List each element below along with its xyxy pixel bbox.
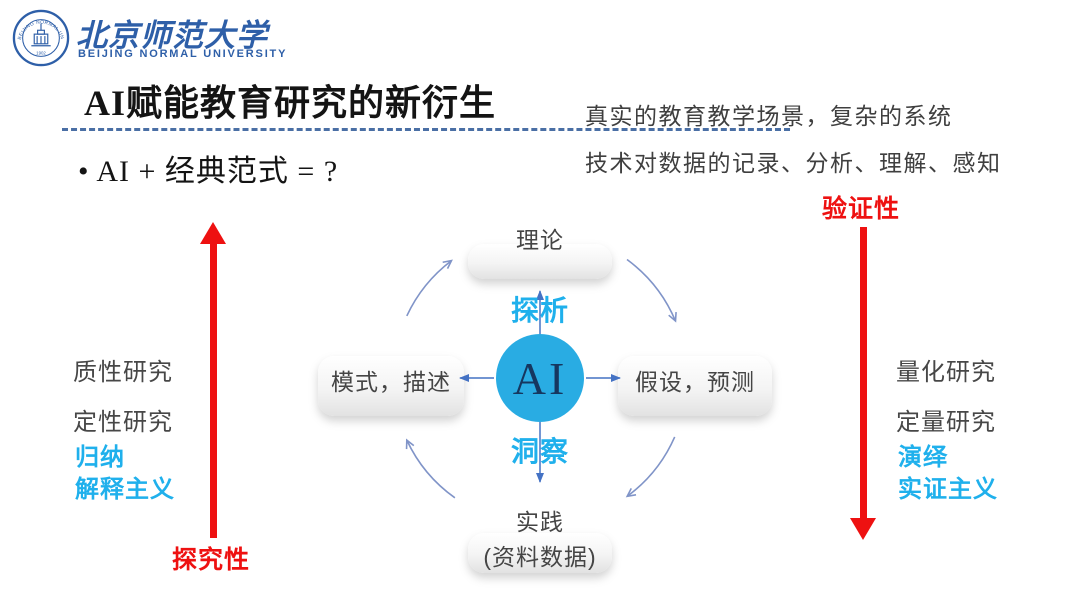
logo-cn-name: 北京师范大学	[76, 18, 268, 53]
node-practice-pill: (资料数据)	[468, 533, 612, 573]
right-highlight-2: 实证主义	[898, 476, 998, 503]
ai-circle: AI	[496, 334, 584, 422]
link-explore-label: 探析	[510, 295, 569, 326]
left-term-1: 质性研究	[73, 359, 173, 386]
right-axis-shaft	[860, 227, 867, 518]
arc-top-to-right	[626, 258, 677, 323]
node-hypothesis-label: 假设，预测	[635, 369, 755, 395]
bnu-seal-icon: BEIJING NORMAL UNIVERSITY 1902	[12, 9, 70, 67]
page-title: AI赋能教育研究的新衍生	[84, 83, 497, 123]
left-term-2: 定性研究	[73, 409, 173, 436]
right-highlight-1: 演绎	[898, 444, 948, 471]
logo-en-name: BEIJING NORMAL UNIVERSITY	[78, 48, 288, 60]
right-term-1: 量化研究	[896, 359, 996, 386]
bullet-item: • AI + 经典范式 = ?	[78, 155, 339, 188]
link-insight-label: 洞察	[510, 436, 569, 467]
node-pattern-pill	[318, 356, 464, 416]
node-hypothesis-pill	[618, 356, 772, 416]
node-practice-label: 实践	[516, 509, 564, 535]
arc-bottom-to-left	[405, 438, 456, 499]
right-axis-arrowhead-down	[850, 518, 876, 540]
node-theory-label: 理论	[516, 227, 564, 253]
svg-text:1902: 1902	[36, 50, 46, 55]
arc-left-to-top	[406, 259, 453, 317]
arc-right-to-bottom	[625, 436, 676, 498]
left-highlight-2: 解释主义	[75, 476, 175, 503]
note-line-2: 技术对数据的记录、分析、理解、感知	[585, 150, 1002, 176]
left-highlight-1: 归纳	[75, 444, 125, 471]
right-term-2: 定量研究	[896, 409, 996, 436]
left-axis-arrowhead-up	[200, 222, 226, 244]
left-axis-shaft	[210, 242, 217, 538]
title-underline	[62, 128, 790, 131]
note-line-1: 真实的教育教学场景，复杂的系统	[585, 103, 953, 129]
right-axis-label: 验证性	[822, 195, 901, 223]
ai-circle-label: AI	[512, 352, 568, 404]
node-theory-pill	[468, 244, 612, 279]
node-pattern-label: 模式，描述	[331, 369, 451, 395]
left-axis-label: 探究性	[172, 546, 251, 574]
node-practice-sub-label: (资料数据)	[483, 544, 597, 570]
